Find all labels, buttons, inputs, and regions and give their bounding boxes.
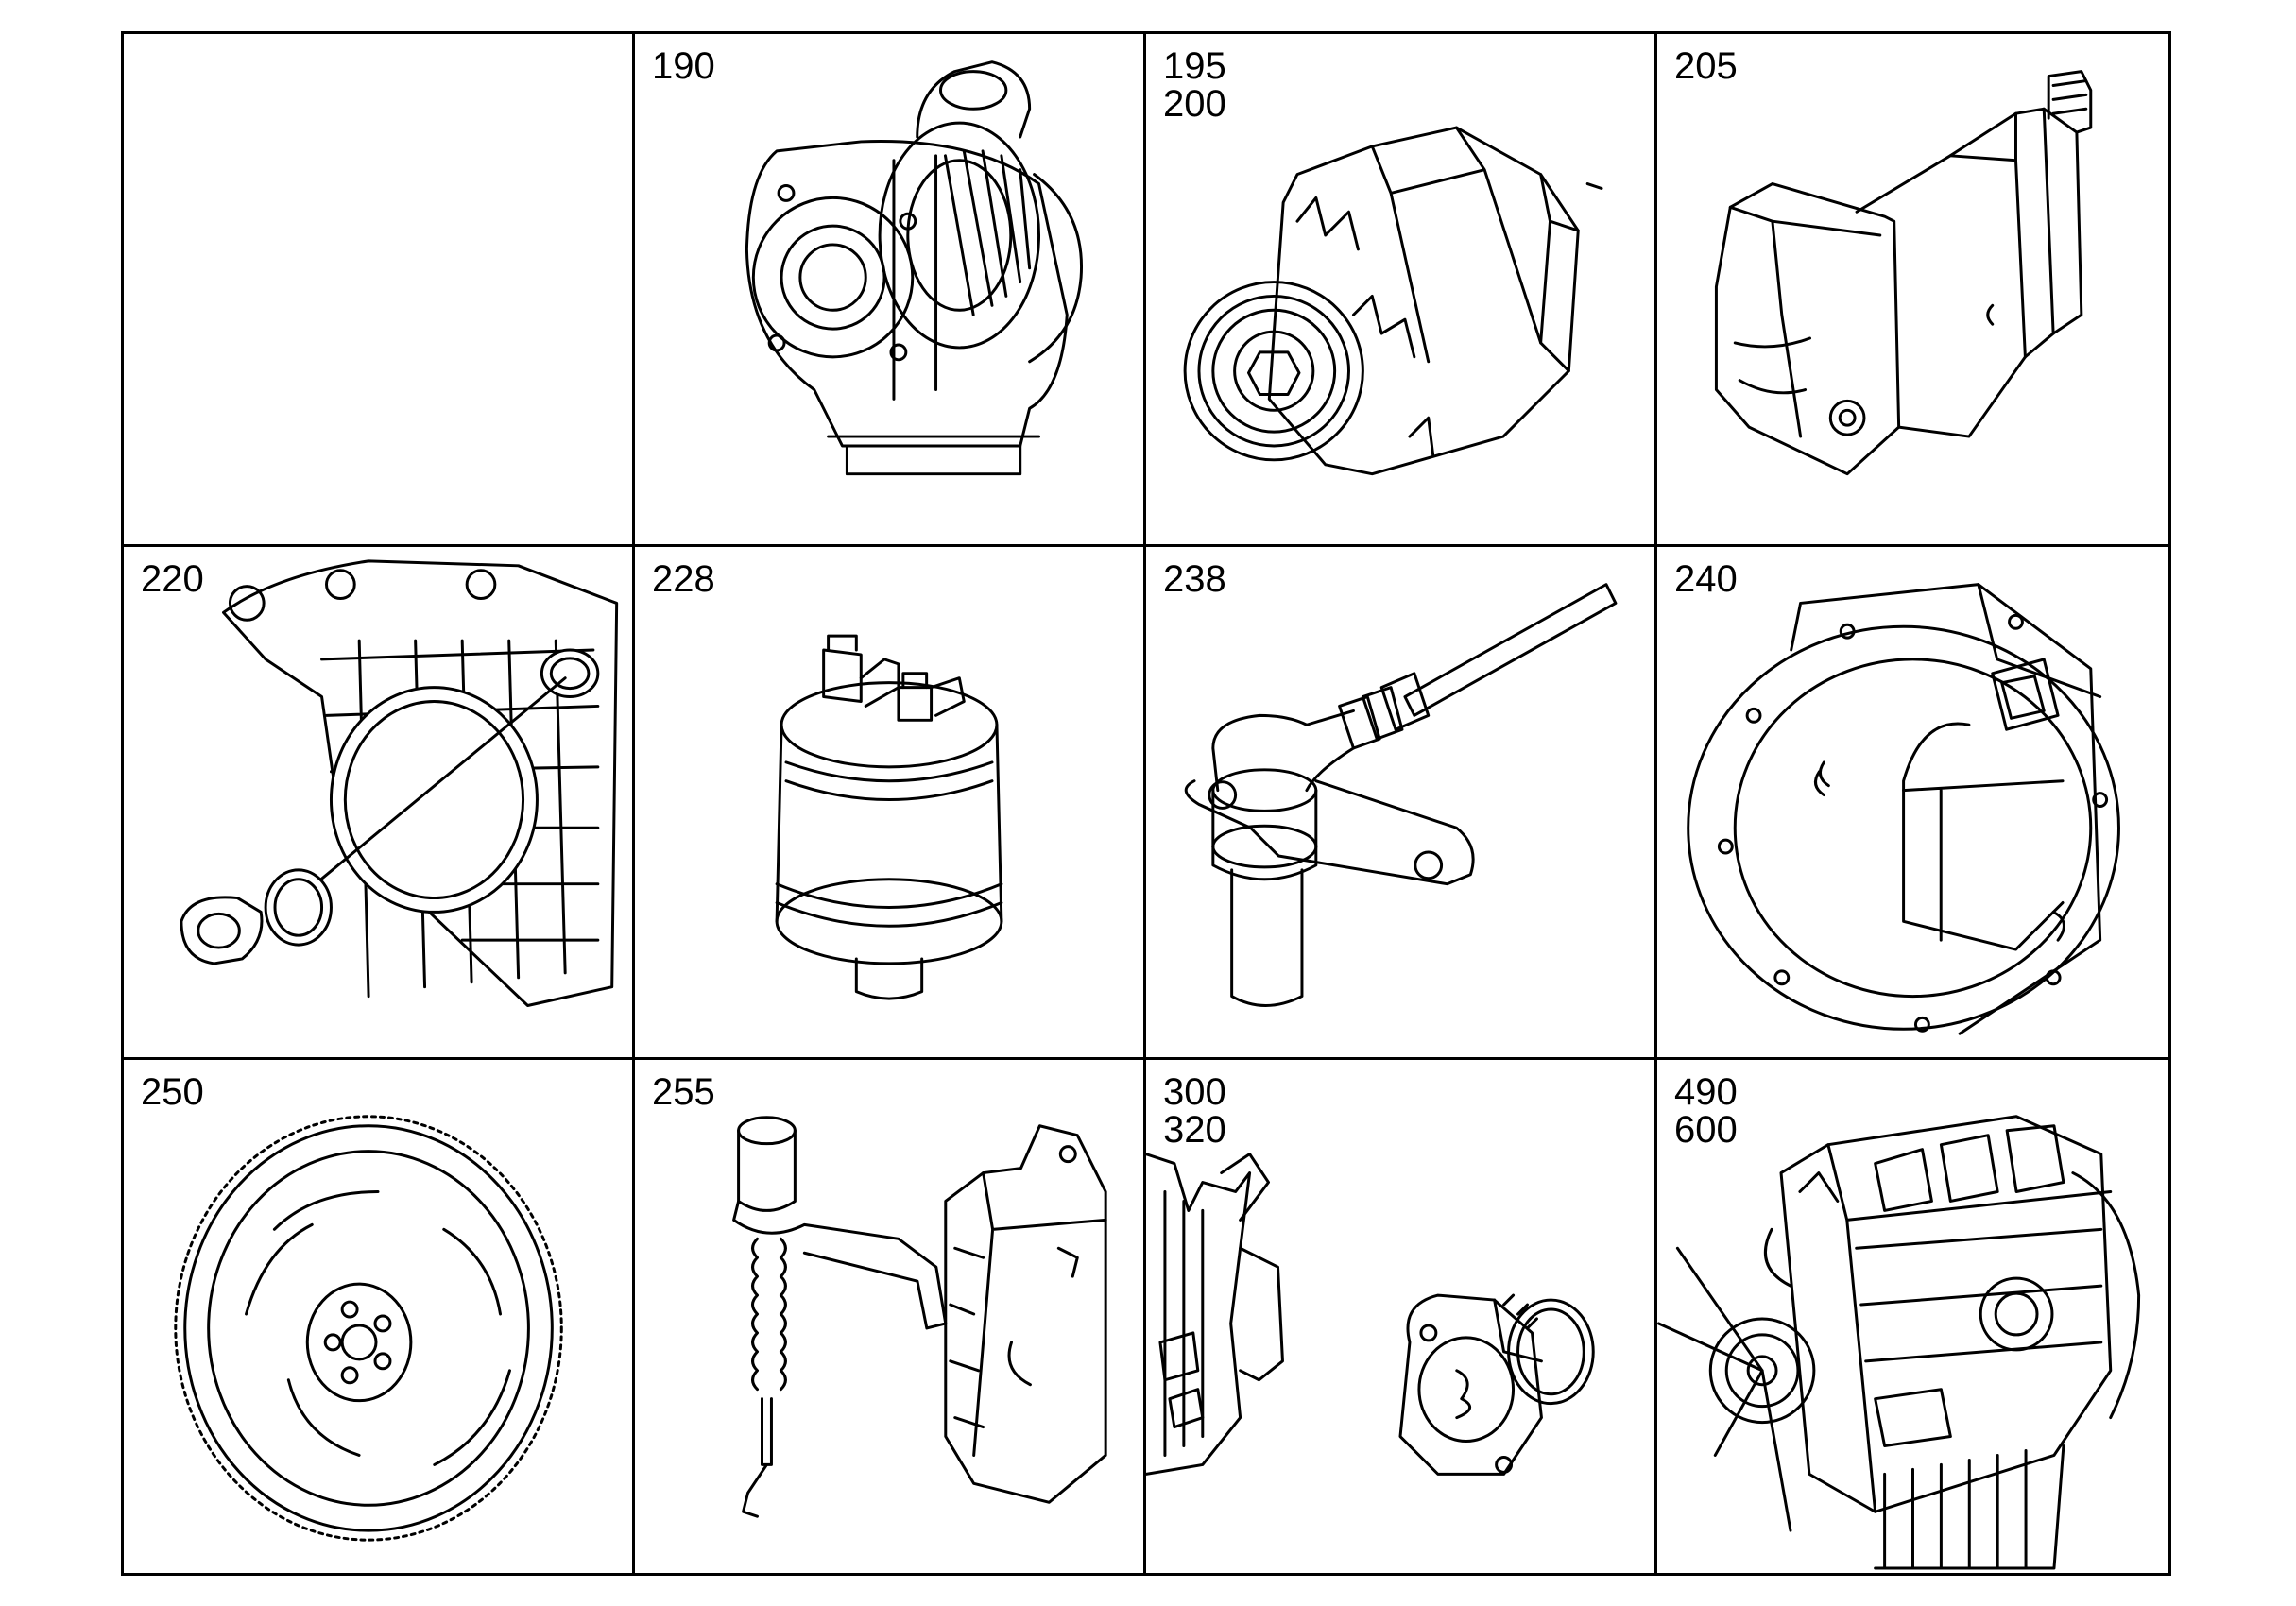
starter-motor-icon: [1714, 70, 2093, 476]
part-number: 250: [141, 1071, 204, 1113]
part-cell-190[interactable]: 190: [635, 34, 1146, 547]
part-number: 238: [1163, 558, 1226, 600]
part-number: 205: [1674, 45, 1738, 87]
part-cell-228[interactable]: 228: [635, 547, 1146, 1060]
part-cell-220[interactable]: 220: [124, 547, 635, 1060]
compressor-drive-icon: [1146, 1153, 1595, 1476]
part-cell-205[interactable]: 205: [1657, 34, 2168, 547]
turbocharger-icon: [745, 60, 1084, 476]
speed-sensor-icon: [1184, 583, 1618, 1007]
part-number: 240: [1674, 558, 1738, 600]
pressure-sender-icon: [775, 634, 1003, 1000]
alternator-icon: [1183, 126, 1603, 476]
part-number: 255: [652, 1071, 715, 1113]
part-cell-250[interactable]: 250: [124, 1060, 635, 1573]
part-cell-empty: [124, 34, 635, 547]
part-cell-238[interactable]: 238: [1146, 547, 1657, 1060]
flywheel-icon: [174, 1115, 563, 1542]
injection-pump-icon: [732, 1116, 1107, 1518]
part-number: 190: [652, 45, 715, 87]
flywheel-housing-icon: [1687, 583, 2120, 1035]
part-cell-240[interactable]: 240: [1657, 547, 2168, 1060]
part-number: 220: [141, 558, 204, 600]
part-cell-255[interactable]: 255: [635, 1060, 1146, 1573]
engine-assembly-icon: [1657, 1115, 2141, 1570]
part-number: 228: [652, 558, 715, 600]
crankcase-seal-icon: [180, 559, 619, 1007]
